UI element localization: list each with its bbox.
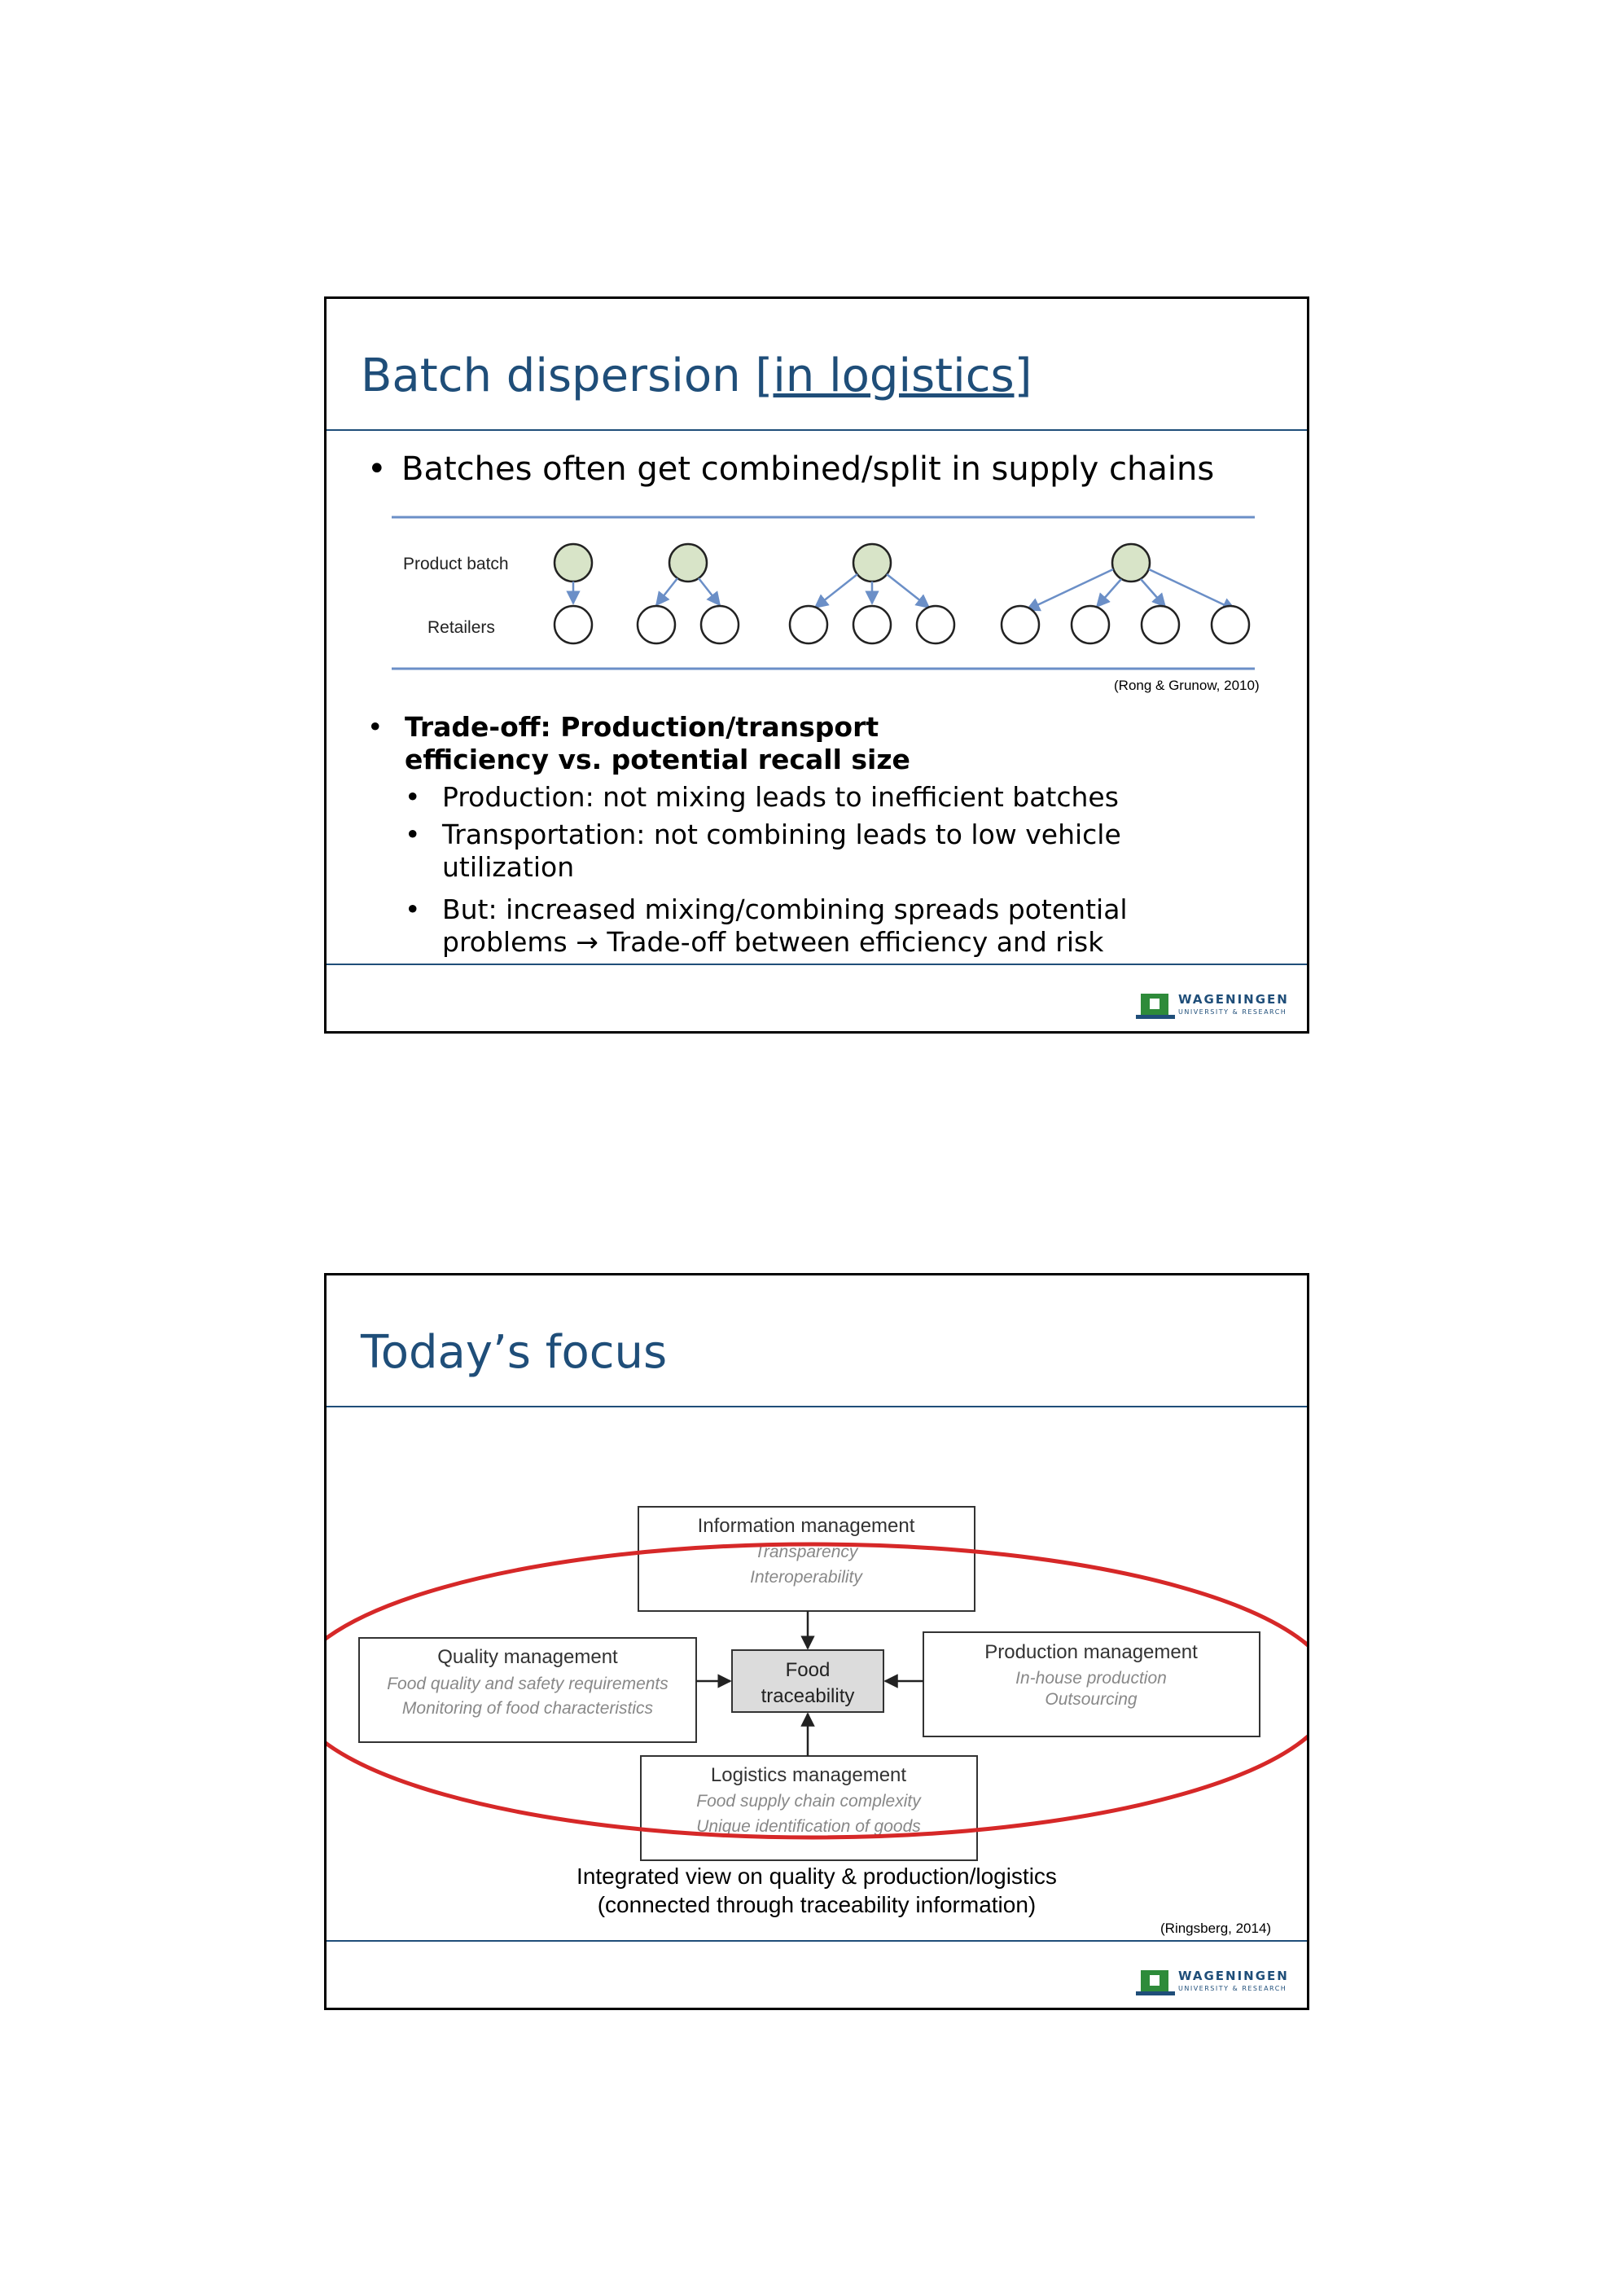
box-title: Information management [698, 1515, 915, 1537]
slide-todays-focus: Today’s focus Information management Tra… [324, 1273, 1309, 2010]
retailer-node [1000, 604, 1041, 645]
box-item: Interoperability [750, 1568, 863, 1587]
wur-emblem-icon [1136, 994, 1175, 1019]
tradeoff-line-1: Trade-off: Production/transport [405, 711, 879, 743]
product-batch-node [1111, 542, 1151, 583]
dispersion-arrow [698, 577, 721, 607]
list-item-text: Transportation: not combining leads to l… [442, 819, 1121, 883]
box-item: Food supply chain complexity [696, 1792, 922, 1811]
wageningen-logo: WAGENINGEN UNIVERSITY & RESEARCH [1134, 990, 1294, 1021]
slide-title: Today’s focus [361, 1326, 668, 1379]
citation: (Rong & Grunow, 2010) [1114, 678, 1260, 693]
bullet-dot: • [367, 450, 387, 488]
retailer-node [788, 604, 829, 645]
slide-title: Batch dispersion [in logistics] [361, 349, 1032, 402]
box-item: Unique identification of goods [696, 1817, 921, 1836]
retailer-node [1140, 604, 1181, 645]
title-divider [327, 429, 1307, 431]
focus-highlight-ellipse [327, 1542, 1307, 1840]
retailer-node [1070, 604, 1111, 645]
retailer-node [699, 604, 740, 645]
dispersion-arrow [886, 573, 931, 609]
product-batch-node [852, 542, 892, 583]
list-item: •But: increased mixing/combining spreads… [405, 893, 1128, 958]
logo-text: WAGENINGEN [1178, 992, 1289, 1007]
logo-text: WAGENINGEN [1178, 1969, 1289, 1983]
box-title: Quality management [437, 1646, 618, 1668]
logo-subtext: UNIVERSITY & RESEARCH [1178, 1008, 1287, 1016]
box-item: Transparency [755, 1543, 859, 1561]
food-traceability-box [731, 1649, 884, 1713]
box-item: Outsourcing [1045, 1690, 1138, 1709]
main-bullet: • Batches often get combined/split in sup… [367, 450, 1214, 488]
main-bullet-text: Batches often get combined/split in supp… [401, 450, 1215, 488]
list-item-text: Production: not mixing leads to ineffici… [442, 781, 1119, 813]
batch-dispersion-diagram: Product batch Retailers [392, 516, 1255, 670]
dispersion-arrow [1025, 568, 1114, 612]
list-item: •Transportation: not combining leads to … [405, 819, 1121, 883]
title-main: Batch dispersion [361, 349, 756, 402]
dispersion-arrow [813, 573, 858, 609]
retailer-node [553, 604, 594, 645]
list-item-text: But: increased mixing/combining spreads … [442, 893, 1128, 958]
logistics-management-box [640, 1755, 978, 1861]
box-item: Food quality and safety requirements [387, 1675, 669, 1693]
retailer-node [1210, 604, 1251, 645]
quality-management-box [358, 1637, 697, 1743]
production-management-box [923, 1631, 1260, 1737]
box-item: In-house production [1015, 1669, 1167, 1688]
citation: (Ringsberg, 2014) [1160, 1921, 1272, 1936]
sub-bullet-list: •Production: not mixing leads to ineffic… [405, 781, 1252, 964]
dispersion-arrow [1140, 578, 1167, 608]
bullet-dot: • [367, 711, 384, 743]
box-title: traceability [761, 1685, 855, 1707]
product-batch-node [668, 542, 708, 583]
product-batch-node [553, 542, 594, 583]
dispersion-arrow [1095, 578, 1122, 608]
conclusion-text: Integrated view on quality & production/… [327, 1862, 1307, 1919]
conclusion-line-2: (connected through traceability informat… [597, 1892, 1037, 1917]
box-title: Production management [984, 1641, 1198, 1663]
label-retailers: Retailers [427, 618, 495, 637]
retailer-node [852, 604, 892, 645]
dispersion-arrow [655, 577, 678, 607]
box-item: Monitoring of food characteristics [402, 1699, 654, 1718]
retailer-node [915, 604, 956, 645]
box-title: Logistics management [711, 1764, 906, 1786]
footer-divider [327, 964, 1307, 965]
list-item: •Production: not mixing leads to ineffic… [405, 781, 1119, 813]
conclusion-line-1: Integrated view on quality & production/… [576, 1864, 1057, 1889]
retailer-node [636, 604, 677, 645]
dispersion-arrow [1148, 568, 1237, 612]
tradeoff-line-2: efficiency vs. potential recall size [405, 744, 910, 775]
footer-divider [327, 1940, 1307, 1942]
slide-batch-dispersion: Batch dispersion [in logistics] • Batches… [324, 296, 1309, 1034]
title-link[interactable]: [in logistics] [755, 349, 1032, 402]
wageningen-logo: WAGENINGEN UNIVERSITY & RESEARCH [1134, 1967, 1294, 1998]
traceability-diagram: Information management Transparency Inte… [327, 1506, 1307, 1861]
logo-subtext: UNIVERSITY & RESEARCH [1178, 1985, 1287, 1992]
box-title: Food [786, 1659, 831, 1681]
wur-emblem-icon [1136, 1970, 1175, 1995]
title-divider [327, 1406, 1307, 1407]
information-management-box [638, 1506, 975, 1612]
tradeoff-bullet: • Trade-off: Production/transport effici… [367, 711, 910, 776]
label-product-batch: Product batch [403, 555, 509, 573]
